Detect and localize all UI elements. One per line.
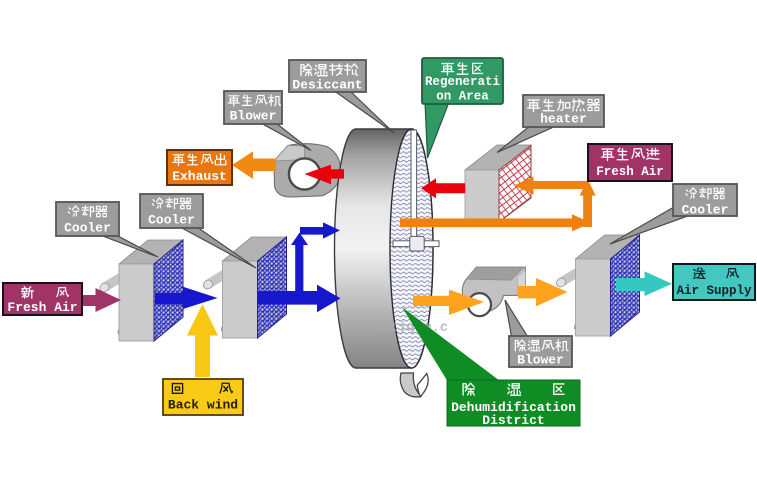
svg-text:Air Supply: Air Supply [676, 284, 752, 298]
svg-text:District: District [482, 413, 544, 428]
svg-text:Cooler: Cooler [148, 213, 195, 228]
svg-text:heater: heater [540, 112, 587, 127]
svg-text:on Area: on Area [436, 90, 489, 104]
svg-text:Fresh Air: Fresh Air [7, 300, 77, 315]
svg-text:Blower: Blower [230, 109, 277, 124]
svg-text:Blower: Blower [517, 353, 564, 368]
svg-text:Desiccant: Desiccant [292, 78, 362, 93]
svg-text:Cooler: Cooler [682, 203, 729, 218]
svg-text:Exhaust: Exhaust [172, 169, 227, 184]
svg-text:Back wind: Back wind [168, 398, 238, 413]
svg-text:Regenerati: Regenerati [425, 75, 500, 89]
svg-text:Cooler: Cooler [64, 221, 111, 236]
svg-text:Fresh Air: Fresh Air [596, 165, 664, 179]
svg-text:Dehumidification: Dehumidification [451, 400, 576, 415]
